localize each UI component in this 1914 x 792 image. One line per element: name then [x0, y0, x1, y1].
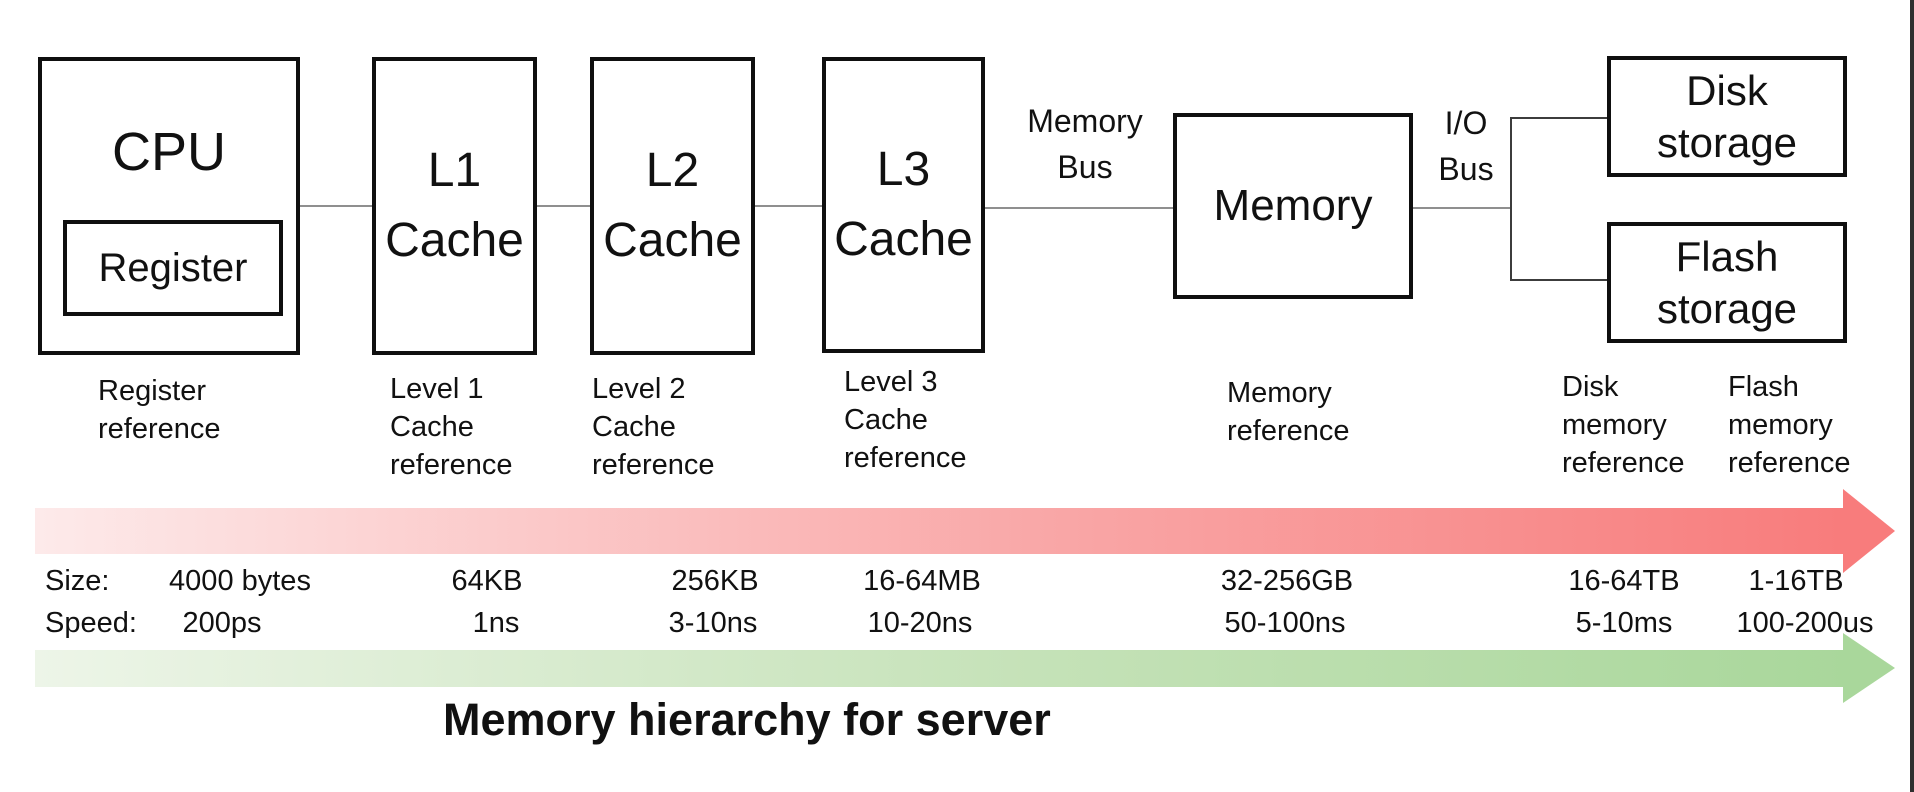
connector-l1-l2 — [537, 205, 590, 207]
level1-cache-reference-label: Level 1 Cache reference — [390, 370, 513, 484]
size-value-disk: 16-64TB — [1568, 565, 1680, 597]
io-bus-label: I/O Bus — [1416, 100, 1516, 192]
register-box: Register — [63, 220, 283, 316]
flash-storage-box: Flash storage — [1607, 222, 1847, 343]
green-gradient-arrow-body — [35, 650, 1845, 687]
window-right-border — [1910, 0, 1914, 792]
l1-cache-box: L1 Cache — [372, 57, 537, 355]
speed-value-l2: 3-10ns — [668, 607, 758, 639]
diagram-title: Memory hierarchy for server — [443, 694, 1051, 745]
l2-label-line1: L2 — [645, 144, 700, 197]
memory-reference-line2: reference — [1227, 415, 1350, 447]
level2-reference-line3: reference — [592, 449, 715, 481]
register-reference-label: Register reference — [98, 372, 221, 448]
speed-value-flash: 100-200us — [1736, 607, 1874, 639]
disk-reference-line3: reference — [1562, 447, 1685, 479]
level1-reference-line2: Cache — [390, 411, 474, 443]
l1-label-line1: L1 — [427, 144, 482, 197]
l3-label-line2: Cache — [834, 213, 973, 266]
branch-line-to-flash — [1510, 279, 1607, 281]
register-reference-line1: Register — [98, 375, 206, 407]
connector-cpu-l1 — [300, 205, 372, 207]
size-value-memory: 32-256GB — [1220, 565, 1354, 597]
size-row-label: Size: — [45, 565, 110, 597]
io-bus-branch-vertical-line — [1510, 117, 1512, 281]
memory-label: Memory — [1213, 181, 1373, 230]
memory-bus-label: Memory Bus — [1012, 98, 1158, 190]
register-label: Register — [98, 245, 248, 290]
flash-label-line2: storage — [1656, 284, 1798, 332]
connector-io-bus-line — [1413, 207, 1510, 209]
disk-reference-line1: Disk — [1562, 371, 1619, 403]
flash-memory-reference-label: Flash memory reference — [1728, 368, 1851, 482]
red-gradient-arrow-head — [1843, 489, 1895, 573]
disk-storage-box: Disk storage — [1607, 56, 1847, 177]
memory-reference-label: Memory reference — [1227, 374, 1350, 450]
size-value-flash: 1-16TB — [1748, 565, 1844, 597]
l2-cache-box: L2 Cache — [590, 57, 755, 355]
memory-box: Memory — [1173, 113, 1413, 299]
memory-bus-label-line2: Bus — [1057, 149, 1113, 185]
connector-memory-bus-line — [985, 207, 1173, 209]
level1-reference-line1: Level 1 — [390, 373, 484, 405]
io-bus-label-line2: Bus — [1438, 151, 1494, 187]
speed-value-l3: 10-20ns — [867, 607, 973, 639]
disk-memory-reference-label: Disk memory reference — [1562, 368, 1685, 482]
size-value-l2: 256KB — [671, 565, 759, 597]
disk-label-line2: storage — [1656, 118, 1798, 166]
flash-reference-line1: Flash — [1728, 371, 1799, 403]
io-bus-label-line1: I/O — [1444, 105, 1488, 141]
flash-label-line1: Flash — [1675, 232, 1779, 280]
level3-reference-line2: Cache — [844, 404, 928, 436]
memory-bus-label-line1: Memory — [1027, 103, 1143, 139]
level2-cache-reference-label: Level 2 Cache reference — [592, 370, 715, 484]
speed-value-disk: 5-10ms — [1575, 607, 1673, 639]
speed-row-label: Speed: — [45, 607, 137, 639]
level3-reference-line1: Level 3 — [844, 366, 938, 398]
red-gradient-arrow-body — [35, 508, 1845, 554]
level2-reference-line1: Level 2 — [592, 373, 686, 405]
memory-reference-line1: Memory — [1227, 377, 1332, 409]
size-value-l3: 16-64MB — [863, 565, 981, 597]
connector-l2-l3 — [755, 205, 822, 207]
disk-label-line1: Disk — [1686, 66, 1768, 114]
l2-label-line2: Cache — [603, 214, 742, 267]
cpu-label: CPU — [111, 122, 226, 182]
l3-cache-box: L3 Cache — [822, 57, 985, 353]
green-gradient-arrow-head — [1843, 633, 1895, 703]
level1-reference-line3: reference — [390, 449, 513, 481]
register-reference-line2: reference — [98, 413, 221, 445]
size-value-l1: 64KB — [451, 565, 523, 597]
flash-reference-line2: memory — [1728, 409, 1833, 441]
disk-reference-line2: memory — [1562, 409, 1667, 441]
speed-value-register: 200ps — [182, 607, 262, 639]
speed-value-memory: 50-100ns — [1224, 607, 1346, 639]
l3-label-line1: L3 — [876, 143, 931, 196]
flash-reference-line3: reference — [1728, 447, 1851, 479]
level2-reference-line2: Cache — [592, 411, 676, 443]
branch-line-to-disk — [1510, 117, 1607, 119]
level3-reference-line3: reference — [844, 442, 967, 474]
size-value-register: 4000 bytes — [169, 565, 311, 597]
level3-cache-reference-label: Level 3 Cache reference — [844, 363, 967, 477]
l1-label-line2: Cache — [385, 214, 524, 267]
speed-value-l1: 1ns — [472, 607, 520, 639]
